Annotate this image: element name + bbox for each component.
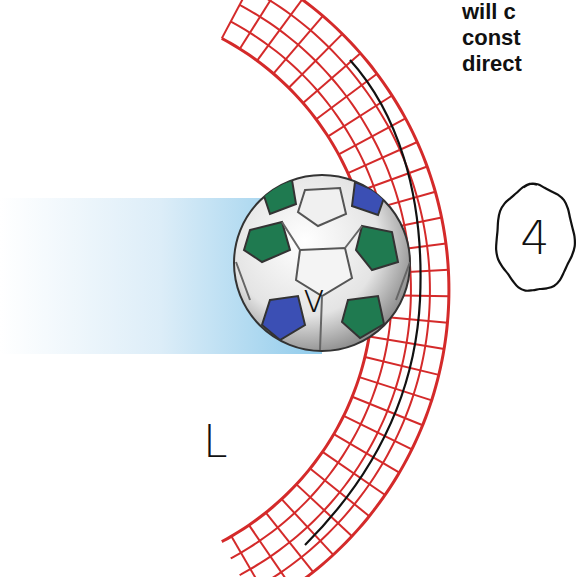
net-strand — [289, 34, 343, 88]
net-strand — [273, 16, 322, 74]
net-strand — [240, 0, 280, 49]
net-strand — [369, 337, 444, 349]
soccer-ball — [234, 175, 410, 351]
handwritten-letter: L — [203, 418, 228, 466]
circle-outline — [496, 184, 575, 291]
net-strand — [222, 0, 258, 38]
net-strand — [344, 416, 412, 450]
net-strand — [365, 357, 439, 375]
net-strand — [316, 74, 377, 120]
handwritten-letter: v — [302, 276, 326, 320]
net-strand — [257, 0, 302, 61]
net-strand — [282, 499, 334, 555]
net-strand — [296, 484, 352, 536]
circled-number: 4 — [493, 182, 577, 294]
net-strand — [310, 469, 369, 517]
goal-net — [222, 0, 449, 577]
net-strand — [352, 397, 422, 425]
net-strand — [231, 536, 269, 577]
net-strand — [359, 377, 431, 400]
heading-fragment: direct — [462, 52, 522, 76]
heading-fragment: will c — [462, 0, 516, 24]
heading-fragment: const — [462, 26, 521, 50]
net-strand — [249, 525, 292, 577]
callout-number: 4 — [520, 215, 549, 261]
